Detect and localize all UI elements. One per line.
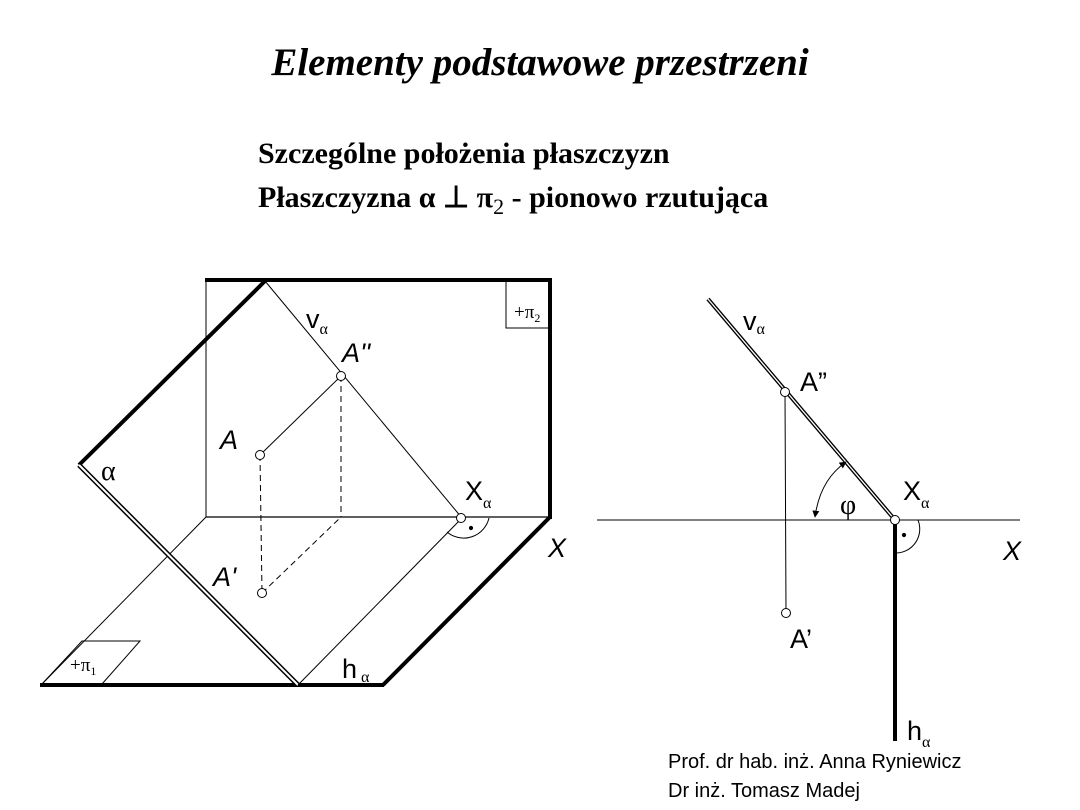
page-title: Elementy podstawowe przestrzeni	[271, 41, 809, 84]
point-a2	[336, 371, 346, 381]
x-axis-label: X	[547, 533, 567, 563]
v-alpha-label: vα	[306, 304, 329, 338]
subtitle-line-1: Szczególne położenia płaszczyzn	[258, 137, 670, 170]
v-alpha-trace-inner	[707, 298, 896, 521]
pi2-label: +π2	[514, 302, 540, 325]
credit-author-2: Dr inż. Tomasz Madej	[668, 780, 860, 802]
phi-angle-arc	[812, 461, 847, 518]
a-projector	[784, 391, 787, 614]
a-to-a1-projector	[259, 454, 263, 594]
right-orthographic-diagram	[597, 297, 1020, 741]
point-a2-right	[780, 387, 790, 397]
pi1-label: +π1	[70, 655, 96, 678]
pi2-label-box	[505, 280, 550, 329]
a1-label: A'	[211, 562, 237, 592]
a2-label: A''	[340, 338, 371, 368]
x-alpha-label-right: Xα	[903, 476, 930, 512]
a2-label-right: A”	[800, 367, 827, 397]
right-angle-arc	[446, 517, 490, 539]
credit-author-1: Prof. dr hab. inż. Anna Ryniewicz	[668, 751, 962, 773]
right-labels: vα A” φ Xα X A’ hα	[743, 306, 1022, 751]
pi1-label-box	[41, 640, 142, 685]
a1-label-right: A’	[790, 624, 812, 654]
a-to-a2-line	[259, 375, 342, 456]
alpha-diagonal-inner	[78, 464, 299, 686]
x-alpha-label: Xα	[465, 476, 492, 512]
subtitle-prefix: Płaszczyzna α ⊥ π	[258, 181, 494, 214]
point-a1-right	[781, 608, 791, 618]
h-alpha-label-right: hα	[907, 716, 931, 751]
pi1-left-edge	[41, 516, 207, 685]
right-angle-dot	[468, 525, 474, 531]
subtitle-suffix: - pionowo rzutująca	[504, 181, 769, 214]
point-a	[255, 450, 265, 460]
a1-to-axis-line	[261, 516, 342, 594]
left-axonometric-diagram	[40, 278, 552, 687]
point-x-alpha	[456, 513, 466, 523]
v-alpha-label-right: vα	[743, 306, 766, 338]
alpha-label: α	[101, 456, 116, 487]
alpha-top-edge	[77, 279, 267, 467]
right-angle-dot-right	[901, 532, 907, 538]
right-angle-arc-right	[895, 519, 921, 554]
point-a1	[257, 588, 267, 598]
pi1-right-edge	[381, 515, 552, 687]
v-alpha-trace	[264, 280, 463, 519]
a-label: A	[218, 425, 238, 455]
phi-label: φ	[840, 490, 856, 521]
h-alpha-trace	[297, 517, 463, 686]
x-axis-label-right: X	[1002, 536, 1022, 566]
subtitle-line-2: Płaszczyzna α ⊥ π2 - pionowo rzutująca	[258, 180, 768, 220]
subtitle-subscript: 2	[493, 194, 505, 219]
point-x-alpha-right	[890, 515, 900, 525]
